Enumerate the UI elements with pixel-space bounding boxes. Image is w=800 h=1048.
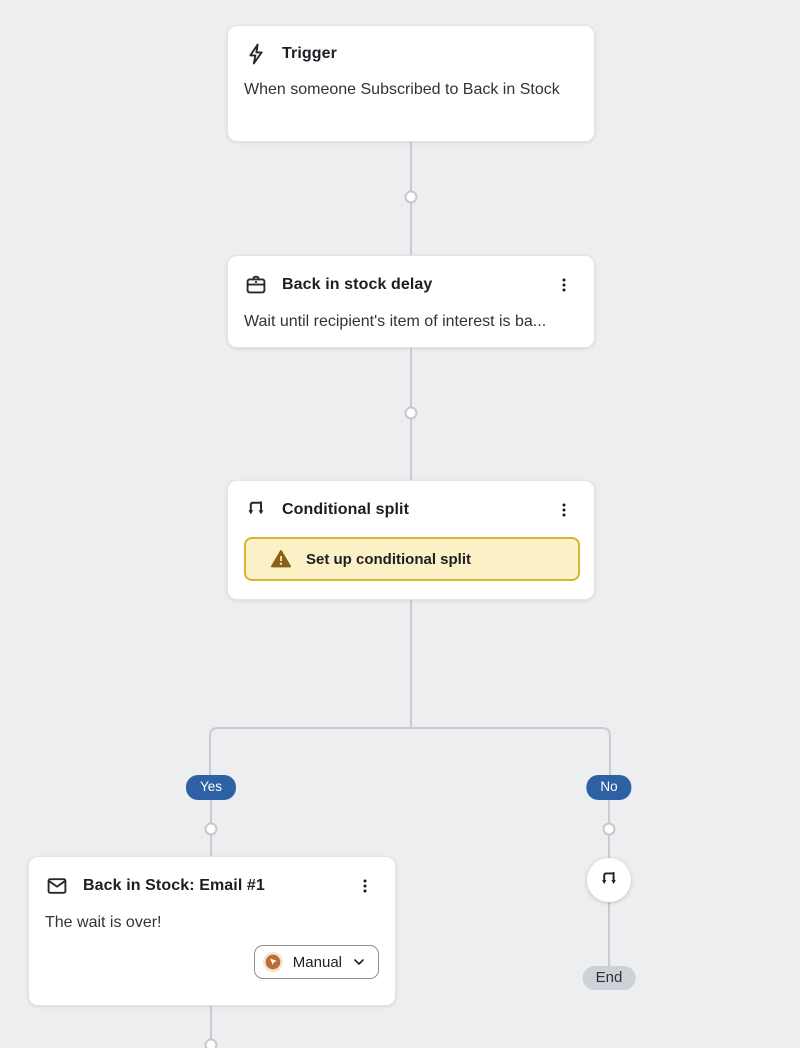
trigger-card-title: Trigger [282,45,337,62]
email-card-menu-button[interactable] [351,872,379,900]
end-badge: End [582,966,636,990]
email-card-title: Back in Stock: Email #1 [83,877,265,894]
no-branch-badge: No [586,775,632,800]
trigger-card-description: When someone Subscribed to Back in Stock [244,81,560,98]
yes-branch-badge: Yes [185,775,237,800]
conditional-split-icon [244,498,268,522]
email-card-header: Back in Stock: Email #1 [45,872,379,900]
delay-card-header: Back in stock delay [244,271,578,299]
setup-warning-banner[interactable]: Set up conditional split [244,537,580,581]
conditional-split-card-title: Conditional split [282,501,410,518]
manual-cursor-icon [262,951,283,973]
email-status-dropdown[interactable]: Manual [253,945,379,979]
kebab-menu-icon [562,503,566,517]
delay-card-description: Wait until recipient's item of interest … [244,313,547,330]
lightning-icon [244,42,268,66]
conditional-split-card[interactable]: Conditional split Set up conditional spl… [227,480,595,600]
email-card-description: The wait is over! [45,914,162,931]
conditional-split-card-header: Conditional split [244,496,578,524]
email-status-label: Manual [292,953,342,971]
conditional-split-mini-node[interactable] [587,858,631,902]
warning-triangle-icon [269,547,293,571]
conditional-split-icon [602,871,616,885]
email-card[interactable]: Back in Stock: Email #1 The wait is over… [28,856,396,1006]
briefcase-delay-icon [244,273,268,297]
email-card-footer: Manual [45,945,379,979]
email-icon [45,874,69,898]
delay-card-menu-button[interactable] [550,271,578,299]
kebab-menu-icon [363,879,367,893]
setup-warning-label: Set up conditional split [306,550,471,568]
trigger-card[interactable]: Trigger When someone Subscribed to Back … [227,25,595,142]
delay-card[interactable]: Back in stock delay Wait until recipient… [227,255,595,348]
chevron-down-icon [354,959,364,965]
delay-card-title: Back in stock delay [282,276,433,293]
kebab-menu-icon [562,278,566,292]
conditional-split-menu-button[interactable] [550,496,578,524]
trigger-card-header: Trigger [244,41,578,67]
